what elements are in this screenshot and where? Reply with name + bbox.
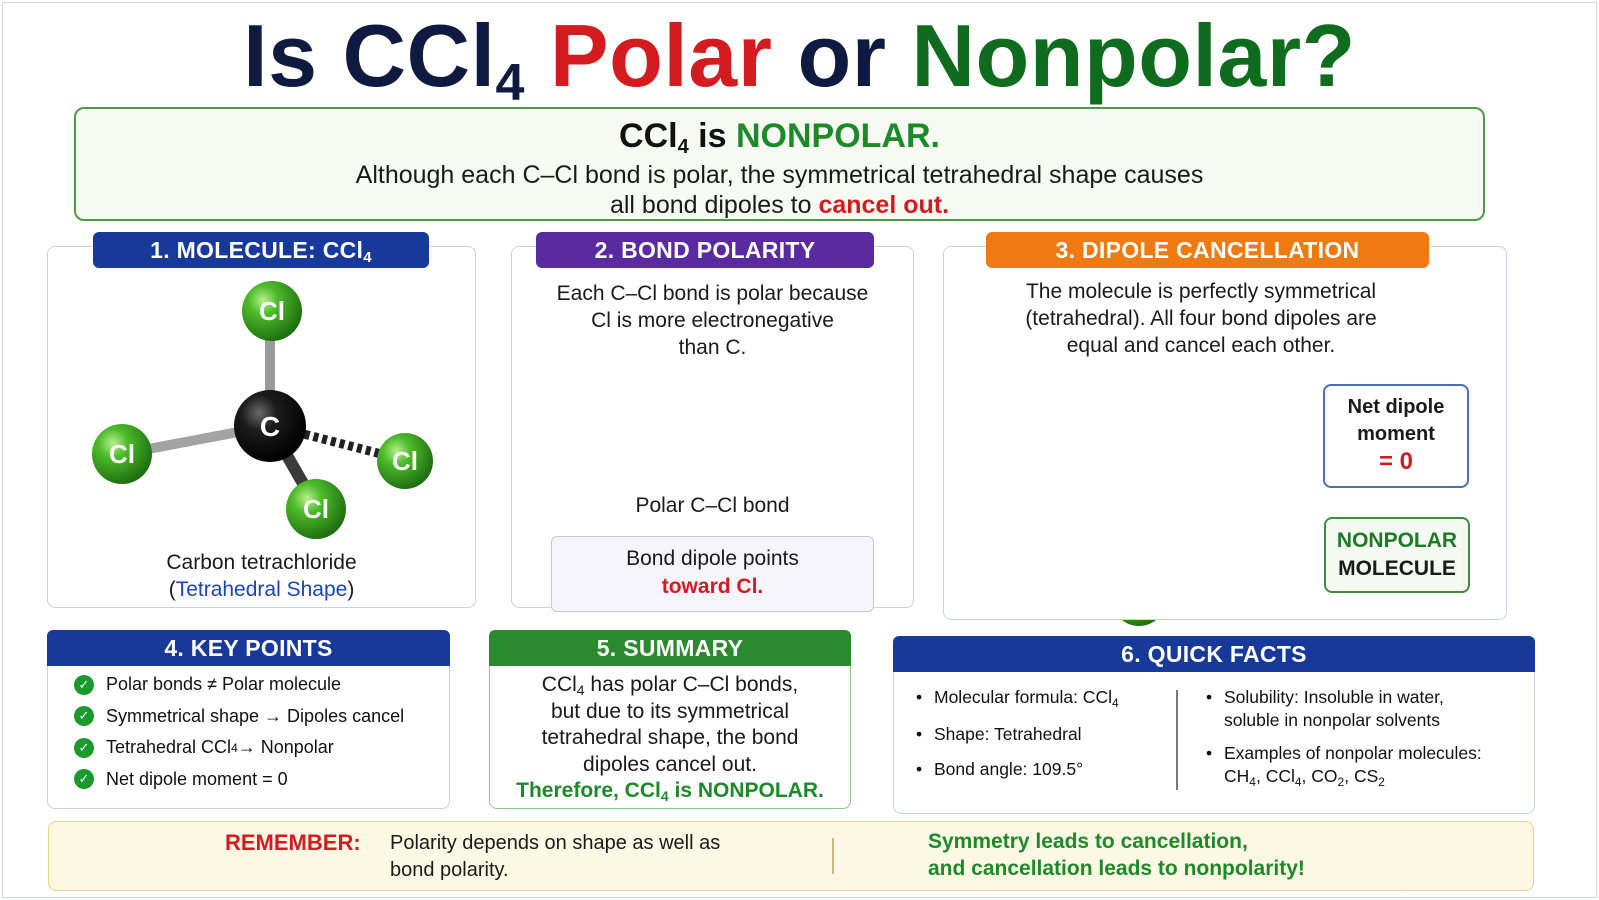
bond-polarity-text: Each C–Cl bond is polar because Cl is mo…: [556, 282, 869, 359]
dipole-cancellation-text: The molecule is perfectly symmetrical (t…: [1025, 280, 1377, 357]
nonpolar-result-box: NONPOLAR MOLECULE: [1324, 517, 1470, 593]
molecule-panel-title: 1. MOLECULE: CCl4: [93, 232, 429, 268]
remember-conclusion: Symmetry leads to cancellation, and canc…: [928, 830, 1305, 880]
list-item: ✓Polar bonds ≠ Polar molecule: [74, 669, 404, 701]
title-part-nonpolar: Nonpolar?: [911, 6, 1356, 105]
list-item: ✓Symmetrical shape → Dipoles cancel: [74, 701, 404, 733]
fact-solubility: •Solubility: Insoluble in water, soluble…: [1206, 687, 1444, 730]
title-part-polar: Polar: [549, 6, 773, 105]
verdict-box: CCl4 is NONPOLAR. Although each C–Cl bon…: [74, 107, 1485, 221]
checkmark-icon: ✓: [74, 706, 94, 727]
fact-bond-angle: •Bond angle: 109.5°: [916, 759, 1084, 779]
dipole-cancellation-title: 3. DIPOLE CANCELLATION: [986, 232, 1429, 268]
checkmark-icon: ✓: [74, 769, 94, 790]
remember-text: Polarity depends on shape as well as bon…: [390, 832, 721, 881]
bond-dipole-note: Bond dipole points toward Cl.: [551, 536, 874, 612]
summary-title: 5. SUMMARY: [489, 630, 851, 666]
quick-facts-title: 6. QUICK FACTS: [893, 636, 1535, 672]
fact-examples: •Examples of nonpolar molecules: CH4, CC…: [1206, 743, 1482, 789]
remember-label: REMEMBER:: [225, 830, 361, 855]
title-part-is-ccl: Is CCl4: [243, 6, 525, 112]
fact-formula: •Molecular formula: CCl4: [916, 687, 1119, 710]
key-points-list: ✓Polar bonds ≠ Polar molecule ✓Symmetric…: [74, 669, 404, 795]
net-dipole-box: Net dipole moment = 0: [1323, 384, 1469, 488]
molecule-caption: Carbon tetrachloride (Tetrahedral Shape): [166, 551, 357, 601]
list-item: ✓Net dipole moment = 0: [74, 764, 404, 796]
title-part-or: or: [797, 6, 887, 105]
key-points-title: 4. KEY POINTS: [47, 630, 450, 666]
checkmark-icon: ✓: [74, 674, 94, 695]
bond-polarity-title: 2. BOND POLARITY: [536, 232, 874, 268]
facts-divider: [1176, 690, 1178, 790]
remember-separator: [832, 838, 834, 874]
verdict-explanation: Although each C–Cl bond is polar, the sy…: [355, 161, 1204, 219]
verdict-heading: CCl4 is NONPOLAR.: [619, 117, 940, 158]
checkmark-icon: ✓: [74, 737, 94, 758]
page-title: Is CCl4 Polar or Nonpolar?: [0, 6, 1599, 112]
remember-bar: [48, 821, 1534, 891]
fact-shape: •Shape: Tetrahedral: [916, 724, 1082, 744]
summary-text: CCl4 has polar C–Cl bonds, but due to it…: [516, 673, 824, 804]
bond-caption: Polar C–Cl bond: [635, 494, 790, 517]
